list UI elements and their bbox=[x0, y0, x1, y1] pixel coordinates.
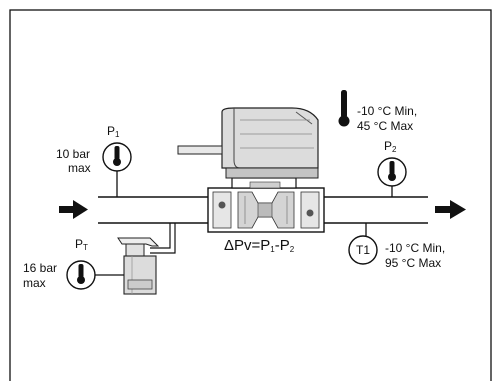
actuator-icon bbox=[177, 107, 319, 179]
t1-label: T1 bbox=[356, 243, 370, 257]
vessel-connection-pipe bbox=[150, 223, 176, 254]
p1-gauge: P1 10 bar max bbox=[56, 124, 132, 197]
pt-rating-line1: 16 bar bbox=[23, 261, 57, 275]
p1-rating-line1: 10 bar bbox=[56, 147, 90, 161]
t1-range-line2: 95 °C Max bbox=[385, 256, 441, 270]
p2-gauge: P2 bbox=[377, 139, 407, 197]
t1-sensor: T1 -10 °C Min, 95 °C Max bbox=[348, 223, 445, 270]
p2-thermometer-icon bbox=[388, 161, 396, 181]
ambient-range-line2: 45 °C Max bbox=[357, 119, 413, 133]
p1-label: P1 bbox=[107, 124, 120, 139]
pt-thermometer-icon bbox=[77, 264, 85, 284]
ambient-thermometer-icon bbox=[338, 90, 350, 127]
pressure-formula: ΔPv=P1-P2 bbox=[224, 237, 295, 254]
ambient-range-line1: -10 °C Min, bbox=[357, 104, 417, 118]
p2-label: P2 bbox=[384, 139, 397, 154]
pt-gauge: PT 16 bar max bbox=[23, 237, 124, 290]
valve-body bbox=[207, 177, 325, 233]
p1-rating-line2: max bbox=[68, 161, 91, 175]
pt-label: PT bbox=[75, 237, 88, 252]
expansion-vessel-icon bbox=[117, 237, 160, 295]
p1-thermometer-icon bbox=[113, 146, 121, 166]
t1-range-line1: -10 °C Min, bbox=[385, 241, 445, 255]
outlet-flow-arrow-icon bbox=[435, 200, 466, 219]
diagram-frame bbox=[9, 9, 492, 381]
inlet-flow-arrow-icon bbox=[59, 200, 88, 219]
pt-rating-line2: max bbox=[23, 276, 46, 290]
